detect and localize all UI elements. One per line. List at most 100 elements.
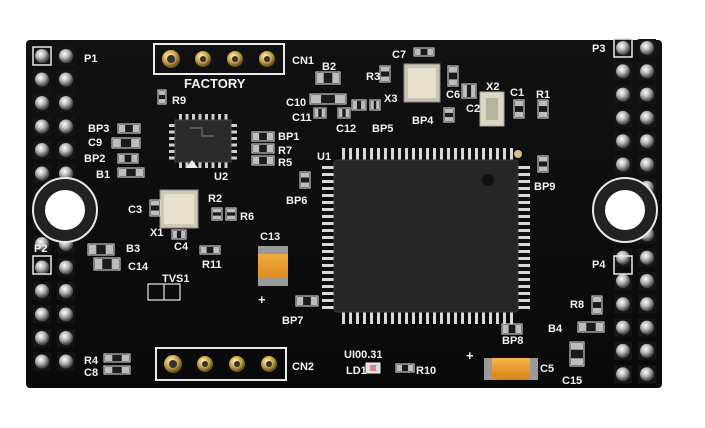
smd-part bbox=[569, 341, 585, 367]
component-label: U2 bbox=[214, 171, 228, 183]
component-label: X3 bbox=[384, 93, 397, 105]
component-label: C11 bbox=[292, 112, 312, 124]
smd-part bbox=[251, 131, 275, 142]
component-label: C15 bbox=[562, 375, 582, 387]
smd-part bbox=[171, 229, 187, 240]
component-label: BP9 bbox=[534, 181, 555, 193]
smd-part bbox=[211, 207, 223, 221]
mounting-hole-left bbox=[32, 177, 98, 243]
component-label: B3 bbox=[126, 243, 140, 255]
component-label: LD1 bbox=[346, 365, 367, 377]
smd-part bbox=[199, 245, 221, 255]
component-label: C5 bbox=[540, 363, 554, 375]
crystal-x1 bbox=[159, 189, 199, 229]
component-label: R10 bbox=[416, 365, 436, 377]
mounting-hole-right bbox=[592, 177, 658, 243]
component-label: R11 bbox=[202, 259, 222, 271]
component-label: C12 bbox=[336, 123, 356, 135]
component-label: BP7 bbox=[282, 315, 303, 327]
component-label: C8 bbox=[84, 367, 98, 379]
p2-label: P2 bbox=[34, 243, 47, 255]
smd-part bbox=[295, 295, 319, 307]
smd-part bbox=[149, 199, 161, 217]
component-label: BP4 bbox=[412, 115, 434, 127]
p4-label: P4 bbox=[592, 259, 606, 271]
p1-label: P1 bbox=[84, 53, 97, 65]
component-label: U1 bbox=[317, 151, 331, 163]
svg-text:+: + bbox=[466, 348, 474, 363]
component-label: B1 bbox=[96, 169, 110, 181]
component-label: C1 bbox=[510, 87, 524, 99]
component-label: C14 bbox=[128, 261, 149, 273]
component-label: BP8 bbox=[502, 335, 523, 347]
component-label: BP1 bbox=[278, 131, 299, 143]
svg-text:+: + bbox=[258, 292, 266, 307]
smd-part bbox=[111, 137, 141, 149]
smd-part bbox=[351, 99, 367, 111]
smd-part bbox=[157, 89, 167, 105]
component-label: R4 bbox=[84, 355, 99, 367]
smd-part bbox=[447, 65, 459, 87]
smd-part bbox=[577, 321, 605, 333]
cn2-label: CN2 bbox=[292, 361, 314, 373]
smd-part bbox=[395, 363, 415, 373]
smd-part bbox=[251, 143, 275, 154]
p3-label: P3 bbox=[592, 43, 605, 55]
component-label: C7 bbox=[392, 49, 406, 61]
cn1-label: CN1 bbox=[292, 55, 314, 67]
smd-part bbox=[369, 99, 381, 111]
component-label: R2 bbox=[208, 193, 222, 205]
smd-part bbox=[315, 71, 341, 85]
smd-part bbox=[87, 243, 115, 256]
smd-part bbox=[93, 257, 121, 271]
component-label: C9 bbox=[88, 137, 102, 149]
smd-part bbox=[501, 323, 523, 335]
smd-part bbox=[117, 123, 141, 134]
smd-part bbox=[313, 107, 327, 119]
smd-part bbox=[225, 207, 237, 221]
version-mark: UI00.31 bbox=[344, 349, 383, 361]
component-label: B4 bbox=[548, 323, 563, 335]
factory-label: FACTORY bbox=[184, 76, 246, 91]
smd-part bbox=[461, 83, 477, 99]
component-label: BP5 bbox=[372, 123, 393, 135]
capacitor-c5 bbox=[484, 358, 538, 380]
component-label: X1 bbox=[150, 227, 163, 239]
smd-part bbox=[337, 107, 351, 119]
smd-part bbox=[443, 107, 455, 123]
component-label: R3 bbox=[366, 71, 380, 83]
smd-part bbox=[309, 93, 347, 105]
tvs1-outline bbox=[147, 283, 181, 301]
component-label: BP6 bbox=[286, 195, 307, 207]
component-label: X2 bbox=[486, 81, 499, 93]
led-ld1 bbox=[365, 362, 381, 374]
component-label: R7 bbox=[278, 145, 292, 157]
component-label: R1 bbox=[536, 89, 550, 101]
component-label: C3 bbox=[128, 204, 142, 216]
component-label: C6 bbox=[446, 89, 460, 101]
component-label: C4 bbox=[174, 241, 189, 253]
component-label: TVS1 bbox=[162, 273, 190, 285]
component-label: C13 bbox=[260, 231, 280, 243]
smd-part bbox=[413, 47, 435, 57]
component-label: C2 bbox=[466, 103, 480, 115]
smd-part bbox=[513, 99, 525, 119]
component-label: B2 bbox=[322, 61, 336, 73]
component-label: C10 bbox=[286, 97, 306, 109]
component-label: R5 bbox=[278, 157, 292, 169]
smd-part bbox=[537, 155, 549, 173]
smd-part bbox=[591, 295, 603, 315]
component-label: R6 bbox=[240, 211, 254, 223]
smd-part bbox=[117, 167, 145, 178]
smd-part bbox=[103, 353, 131, 363]
component-label: BP3 bbox=[88, 123, 109, 135]
smd-part bbox=[299, 171, 311, 189]
smd-part bbox=[379, 65, 391, 83]
mcu-chip-u1 bbox=[322, 148, 530, 324]
component-label: R9 bbox=[172, 95, 186, 107]
component-label: BP2 bbox=[84, 153, 105, 165]
crystal-x3 bbox=[403, 63, 441, 103]
smd-part bbox=[117, 153, 139, 164]
smd-part bbox=[103, 365, 131, 375]
